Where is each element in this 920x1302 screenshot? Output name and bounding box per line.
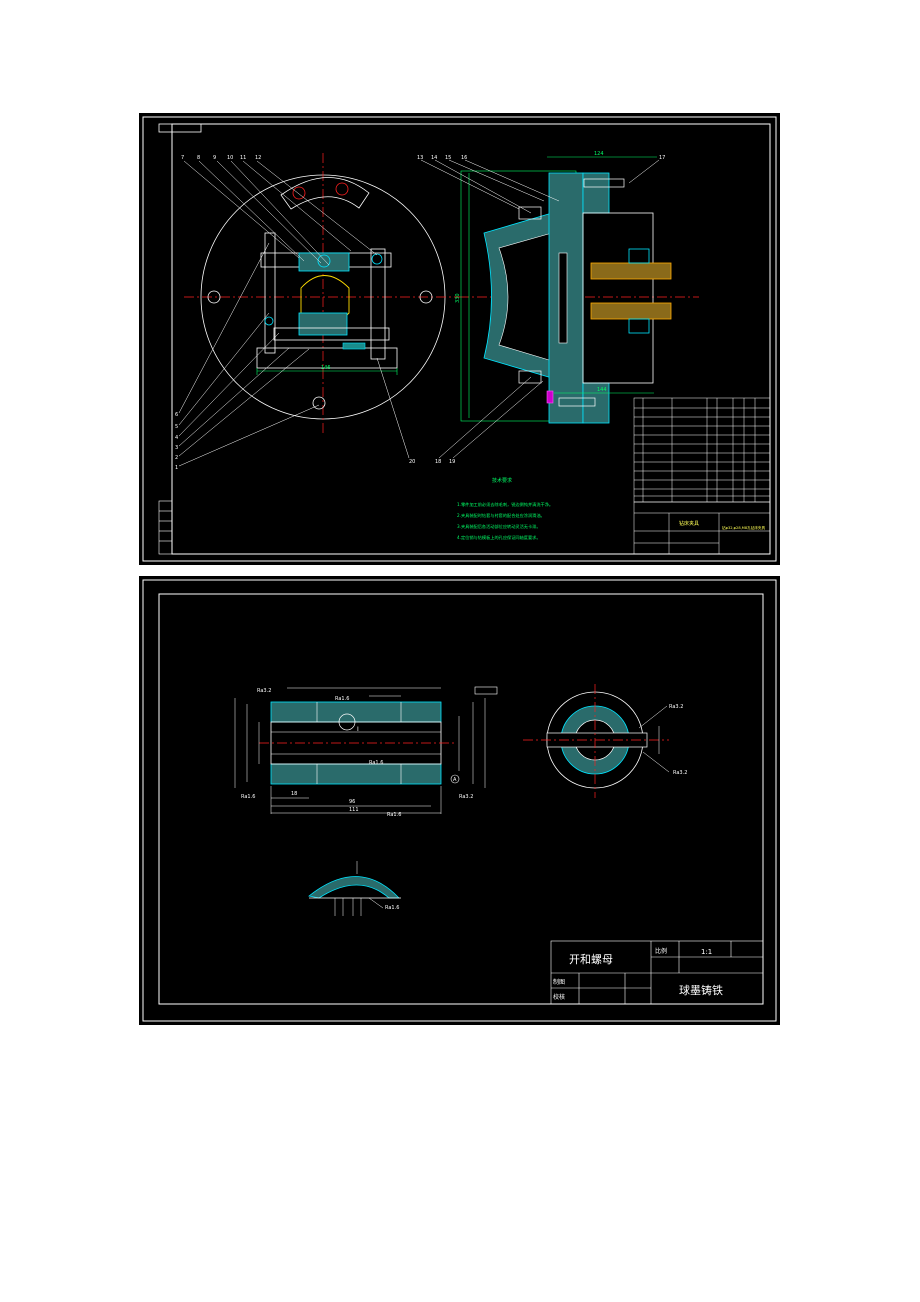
inner-border [171, 123, 771, 555]
checked-label: 校核 [553, 993, 565, 1001]
binding-strip [158, 500, 173, 555]
note-3: 3.夹具装配后各活动部位应转动灵活无卡滞。 [457, 523, 541, 530]
note-1: 1.零件加工前必须去除毛刺，锐边倒钝并清洗干净。 [457, 501, 553, 508]
section-label: I [357, 726, 359, 733]
roughness-2: Ra1.6 [335, 696, 349, 702]
detail-view [308, 861, 401, 916]
technical-notes: 技术要求 1.零件加工前必须去除毛刺，锐边倒钝并清洗干净。 2.夹具装配时钻套与… [457, 477, 553, 541]
assembly-drawing: 146 7 8 9 10 11 12 6 5 4 3 2 1 2 [142, 116, 777, 562]
dim-bottom-3: 111 [349, 807, 359, 813]
side-section-view: 124 144 330 [420, 151, 699, 459]
roughness-8: Ra3.2 [673, 770, 687, 776]
outer-border [142, 579, 777, 1022]
part-title-block [550, 940, 764, 1005]
dim-width-left: 146 [321, 365, 331, 371]
dim-height-right: 330 [455, 293, 461, 303]
part-drawing: 18 96 111 I A Ra3.2 Ra1.6 Ra1.6 Ra1.6 Ra… [142, 579, 777, 1022]
title-block [633, 501, 771, 555]
balloon-15: 15 [445, 155, 451, 161]
outer-border [142, 116, 777, 562]
nut-section-view: 18 96 111 I A [234, 686, 498, 814]
roughness-4: Ra1.6 [241, 794, 255, 800]
balloon-16: 16 [461, 155, 467, 161]
scale-value: 1:1 [701, 948, 712, 956]
balloon-11: 11 [240, 155, 246, 161]
balloon-17: 17 [659, 155, 665, 161]
balloon-14: 14 [431, 155, 437, 161]
drawn-label: 制图 [553, 978, 565, 986]
balloon-13: 13 [417, 155, 423, 161]
datum-label: A [453, 777, 457, 783]
balloon-3: 3 [175, 445, 178, 451]
balloon-20: 20 [409, 459, 415, 465]
title-block-drawing: 钻φ32,φ28,M8孔钻床夹具 [722, 525, 766, 530]
balloon-6: 6 [175, 412, 178, 418]
corner-code-box [158, 123, 202, 133]
dim-right-top: 124 [594, 151, 604, 157]
balloon-1: 1 [175, 465, 178, 471]
balloon-7: 7 [181, 155, 184, 161]
dim-right-bottom: 144 [597, 387, 607, 393]
title-block-name: 钻床夹具 [679, 520, 699, 527]
assembly-drawing-sheet: 146 7 8 9 10 11 12 6 5 4 3 2 1 2 [139, 113, 780, 565]
note-2: 2.夹具装配时钻套与衬套的配合处应涂润滑油。 [457, 512, 545, 519]
roughness-5: Ra3.2 [459, 794, 473, 800]
note-4: 4.定位销与钻模板上的孔应保证同轴度要求。 [457, 534, 541, 541]
balloon-10: 10 [227, 155, 233, 161]
part-title: 开和螺母 [569, 953, 613, 966]
roughness-9: Ra1.6 [385, 905, 399, 911]
dim-bottom-1: 18 [291, 791, 297, 797]
roughness-6: Ra1.6 [387, 812, 401, 818]
dim-bottom-2: 96 [349, 799, 355, 805]
material: 球墨铸铁 [679, 983, 723, 997]
balloon-9: 9 [213, 155, 216, 161]
inner-border [158, 593, 764, 1005]
balloon-4: 4 [175, 435, 178, 441]
balloon-18: 18 [435, 459, 441, 465]
roughness-7: Ra3.2 [669, 704, 683, 710]
balloon-19: 19 [449, 459, 455, 465]
balloon-12: 12 [255, 155, 261, 161]
front-view: 14 6 [178, 153, 459, 467]
roughness-3: Ra1.6 [369, 760, 383, 766]
balloon-2: 2 [175, 455, 178, 461]
nut-end-view [523, 684, 670, 798]
parts-list [633, 397, 771, 503]
roughness-1: Ra3.2 [257, 688, 271, 694]
balloon-8: 8 [197, 155, 200, 161]
balloon-5: 5 [175, 424, 178, 430]
notes-title: 技术要求 [492, 477, 512, 484]
scale-label: 比例 [655, 947, 667, 955]
part-drawing-sheet: 18 96 111 I A Ra3.2 Ra1.6 Ra1.6 Ra1.6 Ra… [139, 576, 780, 1025]
